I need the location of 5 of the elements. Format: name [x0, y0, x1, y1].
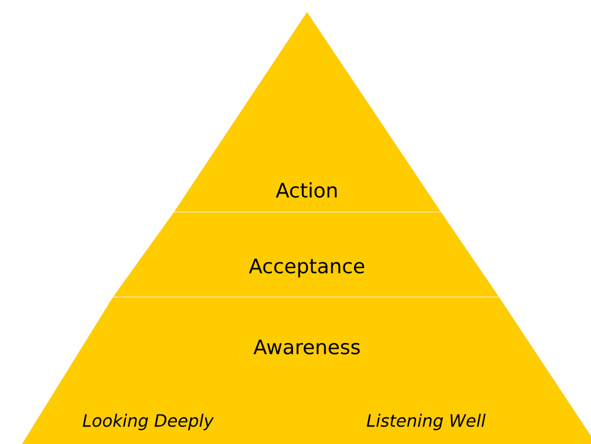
band-note: Listening Well	[366, 414, 486, 430]
band-label: Action	[276, 182, 337, 198]
band-label: Awareness	[253, 340, 360, 354]
band-note: Looking Deeply	[82, 414, 214, 430]
band-label: Acceptance	[248, 258, 364, 278]
